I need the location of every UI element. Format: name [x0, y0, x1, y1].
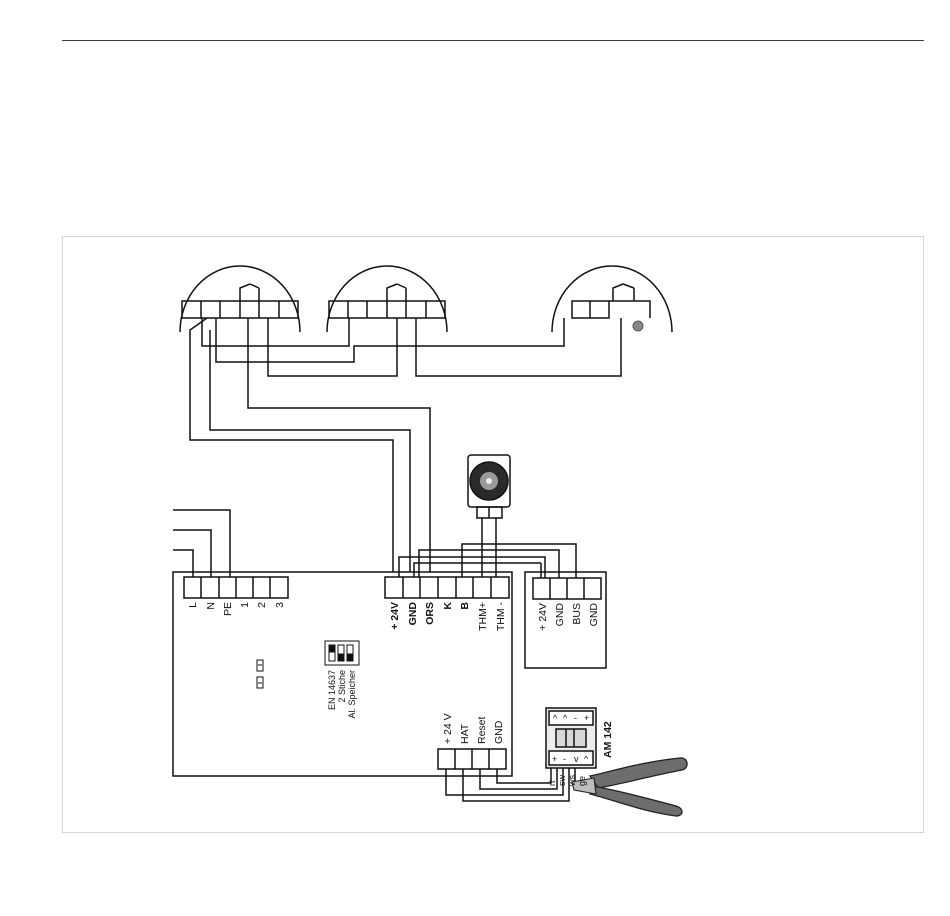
terminal-label: GND	[493, 720, 505, 744]
mains-terminal-block	[184, 577, 288, 598]
module-name: AM 142	[602, 721, 614, 758]
terminal-label: B	[459, 602, 471, 610]
module-symbol: -	[574, 713, 577, 723]
detector-head-2	[327, 266, 447, 332]
terminal-label: L	[187, 602, 199, 608]
bus-link-wires	[399, 544, 576, 578]
dip-switch-caption: EN 14637 2 Stiche Al. Speicher	[327, 670, 357, 719]
jumper-icon	[257, 660, 263, 688]
terminal-label: ORS	[424, 602, 436, 625]
terminal-label: THM+	[477, 602, 489, 631]
terminal-label: GND	[407, 602, 419, 626]
caption-line: 2 Stiche	[337, 670, 347, 703]
head-interconnect-wires	[202, 318, 621, 376]
module-symbol: -	[563, 754, 566, 764]
terminal-label: + 24 V	[442, 713, 454, 744]
dip-switch-icon	[325, 641, 359, 665]
module-symbol: +	[584, 713, 589, 723]
wire-color-label: ge	[577, 776, 587, 786]
alarm-terminal-block	[438, 749, 506, 769]
wire-color-label: ws	[567, 775, 577, 787]
terminal-label: GND	[588, 603, 600, 627]
thermal-sensor-wires	[482, 518, 496, 577]
terminal-label: THM -	[495, 602, 507, 632]
bus-terminal-block	[533, 578, 601, 599]
terminal-label: GND	[554, 603, 566, 627]
detector-head-1	[180, 266, 300, 332]
led-icon	[633, 321, 643, 331]
control-terminal-labels: + 24V GND ORS K B THM+ THM -	[389, 602, 507, 632]
terminal-label: + 24V	[537, 603, 549, 631]
module-symbol: +	[552, 754, 557, 764]
terminal-label: Reset	[476, 716, 488, 744]
terminal-label: N	[205, 602, 217, 610]
caption-line: Al. Speicher	[347, 670, 357, 719]
terminal-label: K	[442, 602, 454, 610]
head-to-controller-wires	[190, 318, 430, 572]
terminal-label: 1	[239, 602, 251, 608]
wire-color-labels: rt sw ws ge	[547, 775, 587, 788]
wire-color-label: rt	[547, 780, 557, 786]
terminal-label: PE	[222, 602, 234, 616]
module-symbol: v	[574, 754, 579, 764]
thermal-sensor	[468, 455, 510, 518]
mains-terminal-labels: L N PE 1 2 3	[187, 602, 286, 616]
terminal-label: HAT	[459, 723, 471, 744]
wire-color-label: sw	[557, 775, 567, 787]
terminal-label: + 24V	[389, 602, 401, 630]
terminal-label: BUS	[571, 603, 583, 625]
bus-terminal-labels: + 24V GND BUS GND	[537, 603, 600, 631]
caption-line: EN 14637	[327, 670, 337, 710]
detector-head-3	[552, 266, 672, 332]
control-terminal-block	[385, 577, 509, 598]
mains-input-wires	[173, 510, 230, 577]
terminal-label: 2	[256, 602, 268, 608]
terminal-label: 3	[274, 602, 286, 608]
alarm-terminal-labels: + 24 V HAT Reset GND	[442, 713, 505, 744]
